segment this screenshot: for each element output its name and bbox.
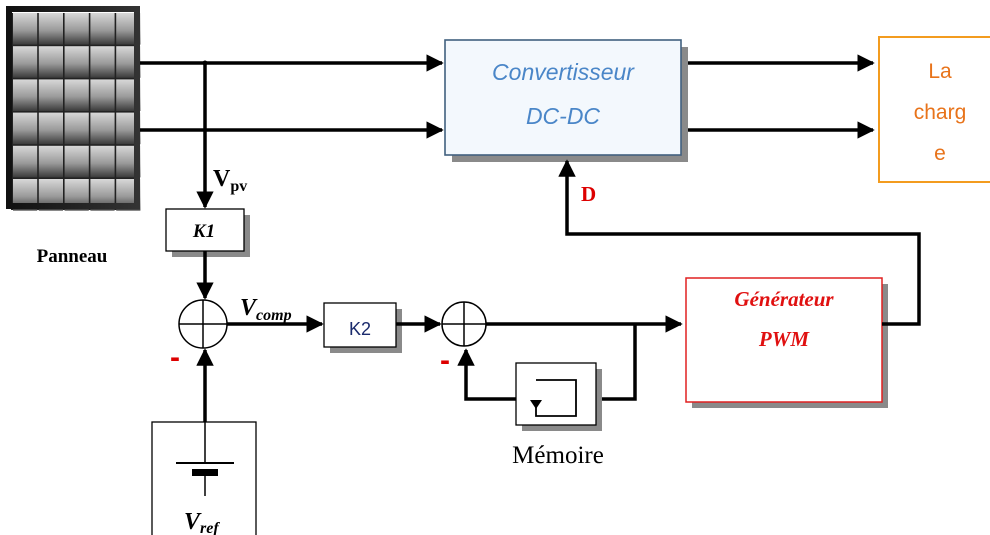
- converter-block: Convertisseur DC-DC: [444, 39, 688, 162]
- memory-icon: [530, 379, 577, 417]
- panel-cell: [38, 13, 63, 45]
- panel-cell: [64, 145, 89, 178]
- memory-label: Mémoire: [512, 442, 604, 469]
- load-box: [878, 36, 990, 183]
- load-block: La charg e: [878, 36, 990, 183]
- sum-junction-1: [178, 299, 228, 349]
- panel-cell: [64, 112, 89, 145]
- panel-cell: [90, 112, 115, 145]
- panel-cell: [38, 145, 63, 178]
- pwm-box: [685, 277, 883, 403]
- panel-label: Panneau: [37, 246, 108, 267]
- panel-cell: [13, 79, 38, 111]
- gain-k2-label: K2: [349, 319, 371, 339]
- panel-cell: [64, 79, 89, 111]
- vpv-label: Vpv: [213, 166, 247, 195]
- vcomp-label: Vcomp: [240, 295, 292, 324]
- vref-label: Vref: [184, 509, 220, 535]
- panel-cell: [90, 145, 115, 178]
- converter-label-line1: Convertisseur: [492, 59, 635, 85]
- panel-cell: [13, 145, 38, 178]
- load-label-line1: La: [928, 60, 952, 83]
- converter-label-line2: DC-DC: [526, 103, 600, 129]
- vref-box: [151, 421, 257, 535]
- load-label-line3: e: [934, 142, 946, 165]
- minus-sign-2: -: [440, 344, 450, 377]
- load-label-line2: charg: [914, 101, 967, 124]
- panel-cell: [13, 46, 38, 78]
- gain-k1-label: K1: [192, 221, 215, 242]
- panel-cell: [13, 13, 38, 45]
- memory-block: [515, 362, 602, 431]
- pwm-label-line1: Générateur: [734, 287, 834, 311]
- panel-cell: [64, 13, 89, 45]
- vref-source-block: Vref: [151, 421, 257, 535]
- wire-duty-feedback: [558, 159, 921, 326]
- gain-k2-block: K2: [323, 302, 402, 353]
- duty-label: D: [581, 182, 596, 206]
- panel-cell: [90, 46, 115, 78]
- panel-cell: [64, 46, 89, 78]
- panel-cell: [38, 112, 63, 145]
- panel-cell: [90, 13, 115, 45]
- sum-junction-2: [441, 301, 487, 347]
- panel-cell: [13, 112, 38, 145]
- pwm-block: Générateur PWM: [685, 277, 888, 408]
- wire-memory-in: [597, 324, 637, 401]
- gain-k1-block: K1: [165, 208, 250, 257]
- wire-memory-out: [457, 348, 516, 401]
- converter-box: [444, 39, 682, 156]
- solar-panel-icon: [6, 6, 141, 211]
- panel-cell: [90, 79, 115, 111]
- panel-cell: [38, 46, 63, 78]
- pwm-label-line2: PWM: [758, 327, 811, 351]
- minus-sign-1: -: [170, 341, 180, 374]
- panel-cell: [38, 79, 63, 111]
